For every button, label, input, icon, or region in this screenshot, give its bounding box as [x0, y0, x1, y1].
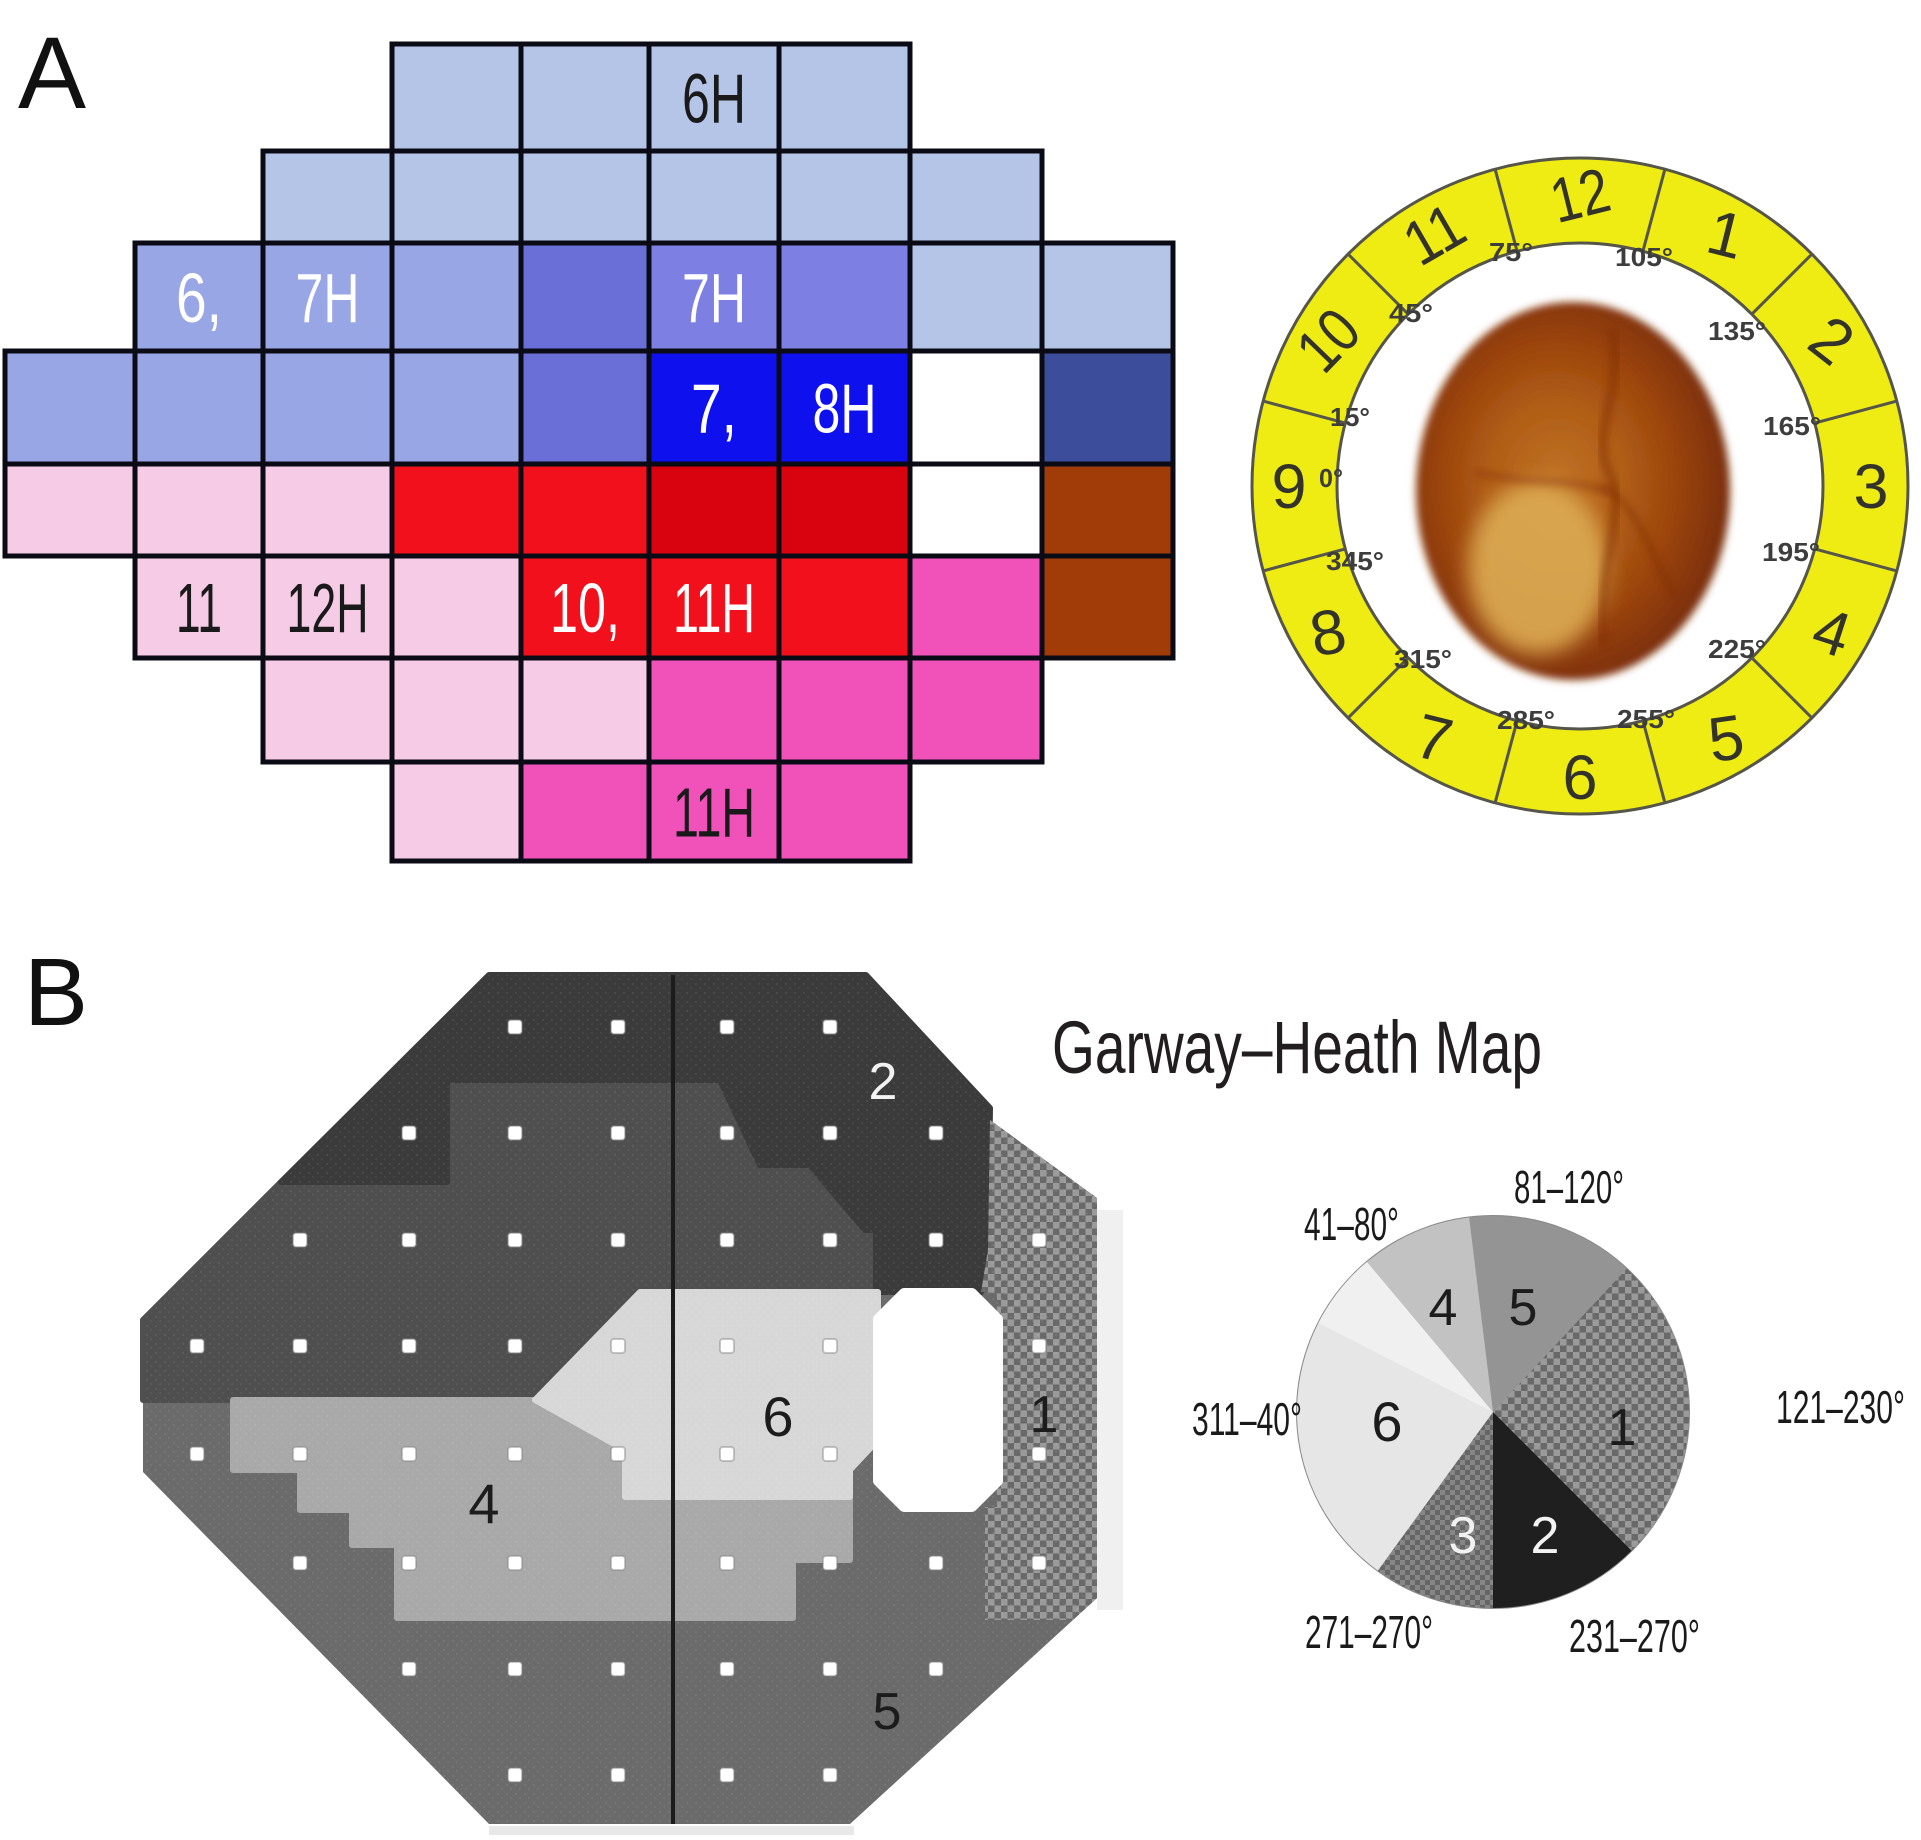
svg-text:41–80°: 41–80° — [1304, 1198, 1399, 1250]
svg-text:6: 6 — [762, 1385, 793, 1448]
svg-text:15°: 15° — [1330, 402, 1370, 432]
svg-text:5: 5 — [873, 1683, 902, 1741]
svg-text:12H: 12H — [287, 569, 369, 647]
svg-text:Garway–Heath Map: Garway–Heath Map — [1052, 1006, 1542, 1089]
svg-text:7H: 7H — [682, 259, 746, 337]
svg-text:11H: 11H — [673, 569, 755, 647]
svg-text:4: 4 — [1429, 1279, 1458, 1337]
svg-text:6,: 6, — [176, 259, 222, 337]
svg-text:81–120°: 81–120° — [1514, 1161, 1624, 1213]
svg-text:6H: 6H — [682, 60, 746, 138]
svg-text:5: 5 — [1509, 1279, 1538, 1337]
svg-text:225°: 225° — [1708, 634, 1766, 664]
svg-text:6: 6 — [1562, 743, 1597, 813]
svg-text:2: 2 — [869, 1053, 898, 1111]
svg-text:75°: 75° — [1489, 237, 1533, 267]
svg-text:1: 1 — [1030, 1386, 1059, 1444]
svg-text:4: 4 — [468, 1472, 499, 1535]
svg-text:311–40°: 311–40° — [1192, 1393, 1302, 1445]
svg-text:6: 6 — [1371, 1390, 1402, 1453]
svg-text:1: 1 — [1608, 1399, 1637, 1457]
svg-text:165°: 165° — [1763, 411, 1821, 441]
svg-text:255°: 255° — [1617, 704, 1675, 734]
svg-text:8H: 8H — [813, 370, 877, 448]
svg-text:11H: 11H — [673, 774, 755, 852]
svg-text:7,: 7, — [691, 370, 737, 448]
svg-text:195°: 195° — [1762, 537, 1820, 567]
svg-text:271–270°: 271–270° — [1305, 1606, 1433, 1658]
svg-text:285°: 285° — [1497, 705, 1555, 735]
svg-text:121–230°: 121–230° — [1776, 1381, 1905, 1433]
svg-text:9: 9 — [1271, 452, 1306, 522]
svg-text:B: B — [24, 939, 88, 1046]
svg-text:3: 3 — [1449, 1507, 1478, 1565]
svg-text:7H: 7H — [296, 259, 360, 337]
svg-text:231–270°: 231–270° — [1569, 1610, 1700, 1662]
svg-text:105°: 105° — [1615, 242, 1673, 272]
svg-text:2: 2 — [1531, 1507, 1560, 1565]
svg-text:315°: 315° — [1394, 644, 1452, 674]
svg-text:A: A — [18, 16, 86, 130]
svg-text:135°: 135° — [1708, 316, 1766, 346]
svg-text:45°: 45° — [1389, 298, 1433, 328]
svg-text:10,: 10, — [550, 569, 620, 647]
svg-text:11: 11 — [176, 569, 222, 647]
svg-text:3: 3 — [1853, 452, 1888, 522]
svg-text:345°: 345° — [1326, 546, 1384, 576]
svg-text:0°: 0° — [1319, 463, 1343, 493]
